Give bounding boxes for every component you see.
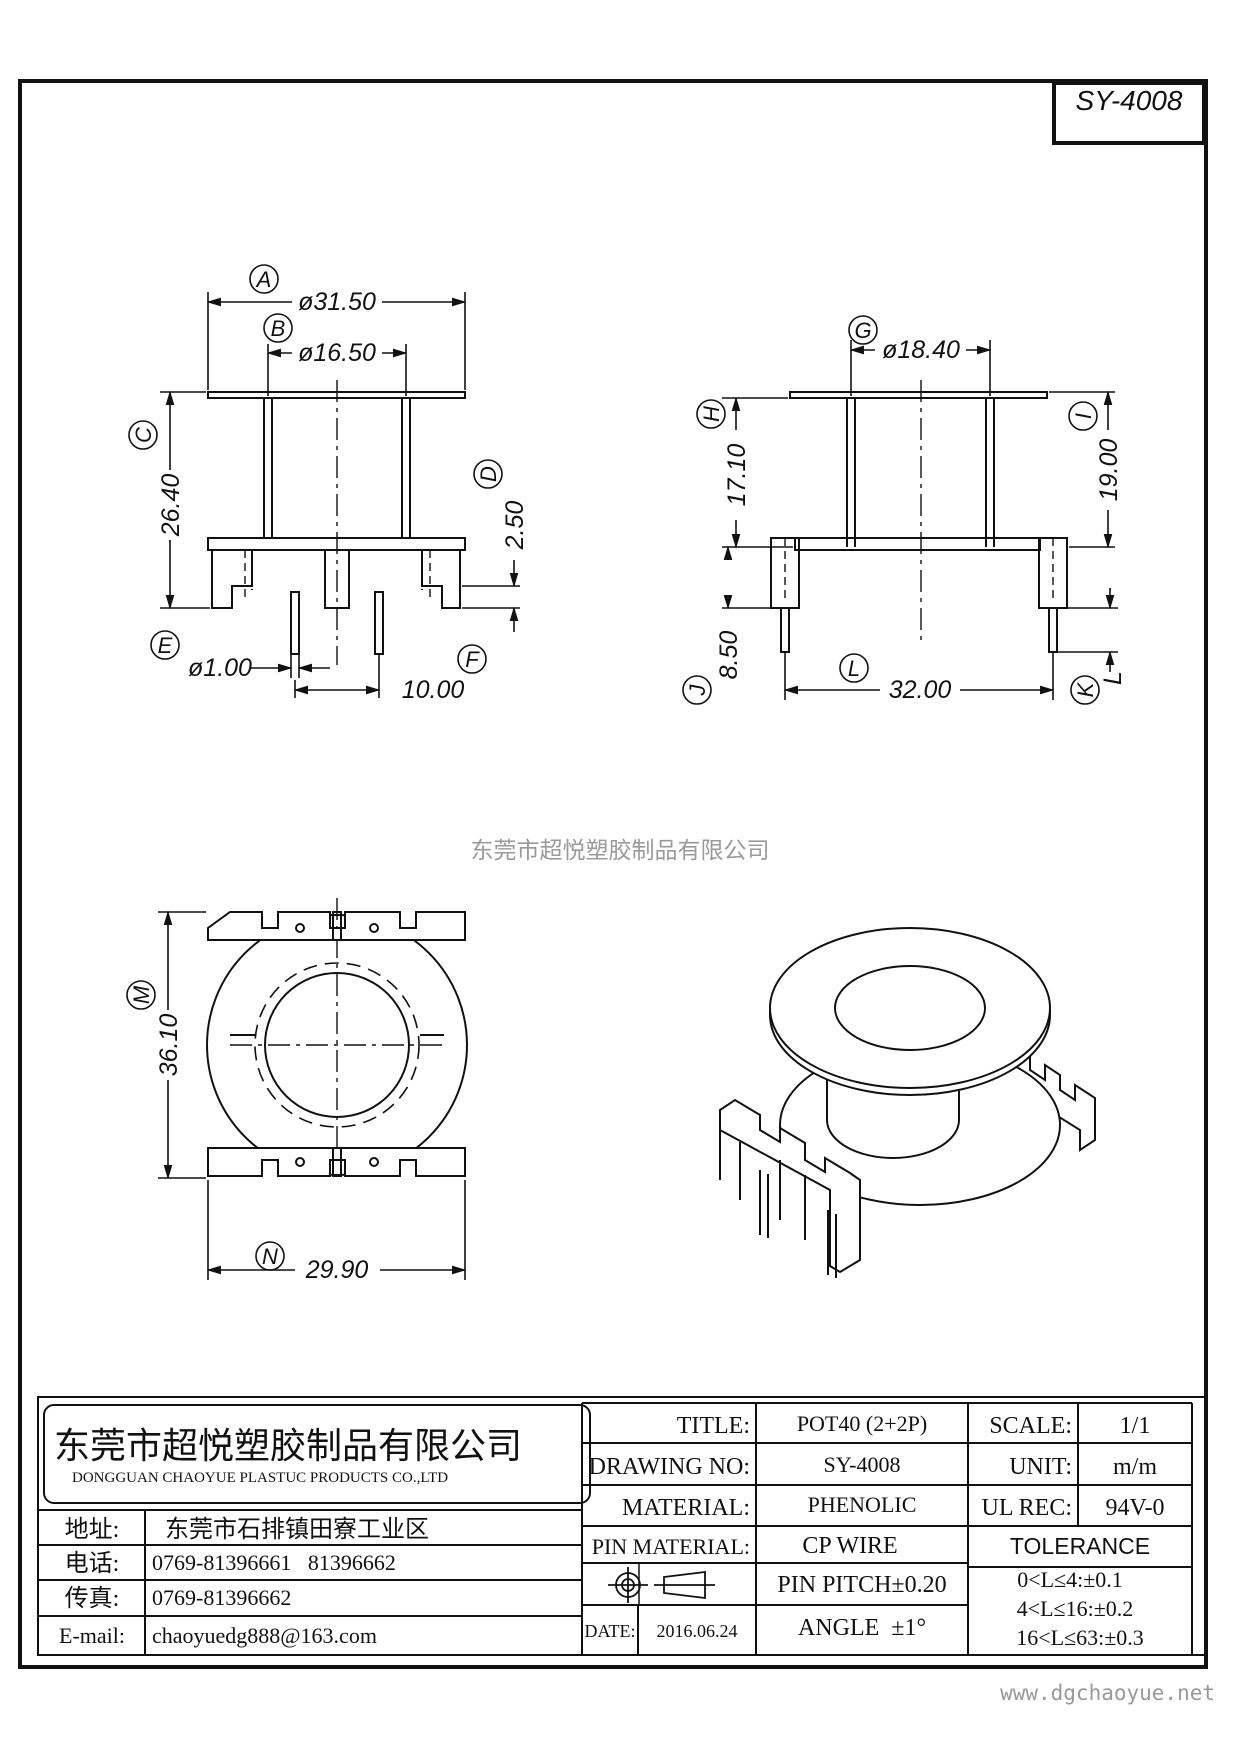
- dim-K-value: L: [1099, 671, 1127, 685]
- ul-label: UL REC:: [982, 1495, 1072, 1521]
- angle-value: ANGLE ±1°: [798, 1615, 926, 1641]
- dim-I-value: 19.00: [1095, 439, 1123, 502]
- label-M: M: [129, 985, 154, 1004]
- label-A: A: [255, 267, 272, 292]
- dim-L-value: 32.00: [889, 676, 952, 704]
- drawing-no-value: SY-4008: [823, 1452, 900, 1477]
- label-B: B: [271, 316, 286, 341]
- dim-H-value: 17.10: [723, 444, 751, 507]
- email-label: E-mail:: [59, 1623, 125, 1648]
- tolerance-label: TOLERANCE: [1010, 1533, 1150, 1559]
- fax-label: 传真:: [65, 1585, 120, 1612]
- tolerance-1: 0<L≤4:±0.1: [1017, 1567, 1123, 1592]
- label-L: L: [848, 656, 860, 681]
- email-value: chaoyuedg888@163.com: [152, 1623, 377, 1648]
- sheet-border: [18, 79, 1208, 1669]
- dim-M-value: 36.10: [155, 1014, 183, 1077]
- label-D: D: [476, 466, 501, 482]
- scale-label: SCALE:: [989, 1413, 1072, 1439]
- dim-F-value: 10.00: [402, 676, 465, 704]
- material-label: MATERIAL:: [622, 1495, 750, 1521]
- date-label: DATE:: [585, 1621, 636, 1641]
- company-name-cn: 东莞市超悦塑胶制品有限公司: [54, 1426, 522, 1467]
- unit-value: m/m: [1113, 1454, 1157, 1480]
- tolerance-3: 16<L≤63:±0.3: [1016, 1625, 1144, 1650]
- top-view: [206, 898, 468, 1177]
- dim-N-value: 29.90: [305, 1256, 369, 1284]
- watermark-text: 东莞市超悦塑胶制品有限公司: [471, 838, 770, 864]
- dim-A-value: ø31.50: [298, 288, 376, 316]
- front-view-labels: A ø31.50 B ø16.50 C 26.40 D 2.50 E ø1.00…: [131, 267, 529, 704]
- tolerance-2: 4<L≤16:±0.2: [1017, 1596, 1134, 1621]
- material-value: PHENOLIC: [808, 1492, 917, 1517]
- company-name-en: DONGGUAN CHAOYUE PLASTUC PRODUCTS CO.,LT…: [72, 1470, 448, 1486]
- label-E: E: [158, 633, 173, 658]
- label-C: C: [131, 427, 156, 443]
- pin-pitch-value: PIN PITCH±0.20: [777, 1572, 946, 1598]
- phone-value: 0769-81396661 81396662: [152, 1550, 396, 1575]
- site-url: www.dgchaoyue.net: [1000, 1681, 1215, 1705]
- label-N: N: [262, 1244, 278, 1269]
- label-F: F: [465, 647, 480, 672]
- side-view: [770, 380, 1068, 653]
- unit-label: UNIT:: [1009, 1454, 1072, 1480]
- phone-label: 电话:: [65, 1550, 120, 1577]
- drawing-no-label: DRAWING NO:: [589, 1454, 750, 1480]
- pin-material-label: PIN MATERIAL:: [592, 1534, 750, 1559]
- drawing-code: SY-4008: [1076, 85, 1183, 116]
- ul-value: 94V-0: [1105, 1495, 1164, 1521]
- label-I: I: [1071, 413, 1096, 419]
- title-block: [37, 1396, 1206, 1656]
- drawing-code-box: SY-4008: [1052, 81, 1206, 145]
- title-value: POT40 (2+2P): [797, 1411, 927, 1436]
- dim-E-value: ø1.00: [188, 654, 252, 682]
- dim-J-value: 8.50: [715, 631, 743, 680]
- projection-symbol-icon: [608, 1567, 715, 1603]
- scale-value: 1/1: [1120, 1413, 1151, 1439]
- address-label: 地址:: [65, 1516, 120, 1543]
- label-J: J: [685, 684, 710, 697]
- fax-value: 0769-81396662: [152, 1585, 291, 1610]
- top-view-dimensions: [126, 910, 467, 1280]
- dim-G-value: ø18.40: [882, 336, 960, 364]
- front-view: [207, 380, 466, 665]
- side-view-labels: G ø18.40 H 17.10 I 19.00 J 8.50 K L L 32…: [685, 318, 1127, 704]
- side-view-dimensions: [682, 315, 1118, 705]
- label-H: H: [699, 406, 724, 422]
- dim-D-value: 2.50: [501, 501, 529, 551]
- front-view-dimensions: [128, 264, 520, 698]
- label-G: G: [854, 318, 871, 343]
- isometric-view: [719, 927, 1096, 1278]
- label-K: K: [1073, 681, 1098, 697]
- dim-C-value: 26.40: [157, 474, 185, 538]
- top-view-labels: M 36.10 N 29.90: [129, 985, 368, 1284]
- address-value: 东莞市石排镇田寮工业区: [165, 1516, 429, 1543]
- dim-B-value: ø16.50: [298, 339, 376, 367]
- date-value: 2016.06.24: [657, 1621, 738, 1641]
- pin-material-value: CP WIRE: [802, 1533, 897, 1559]
- title-label: TITLE:: [677, 1413, 750, 1439]
- title-block-text: 东莞市超悦塑胶制品有限公司 DONGGUAN CHAOYUE PLASTUC P…: [54, 1411, 1165, 1650]
